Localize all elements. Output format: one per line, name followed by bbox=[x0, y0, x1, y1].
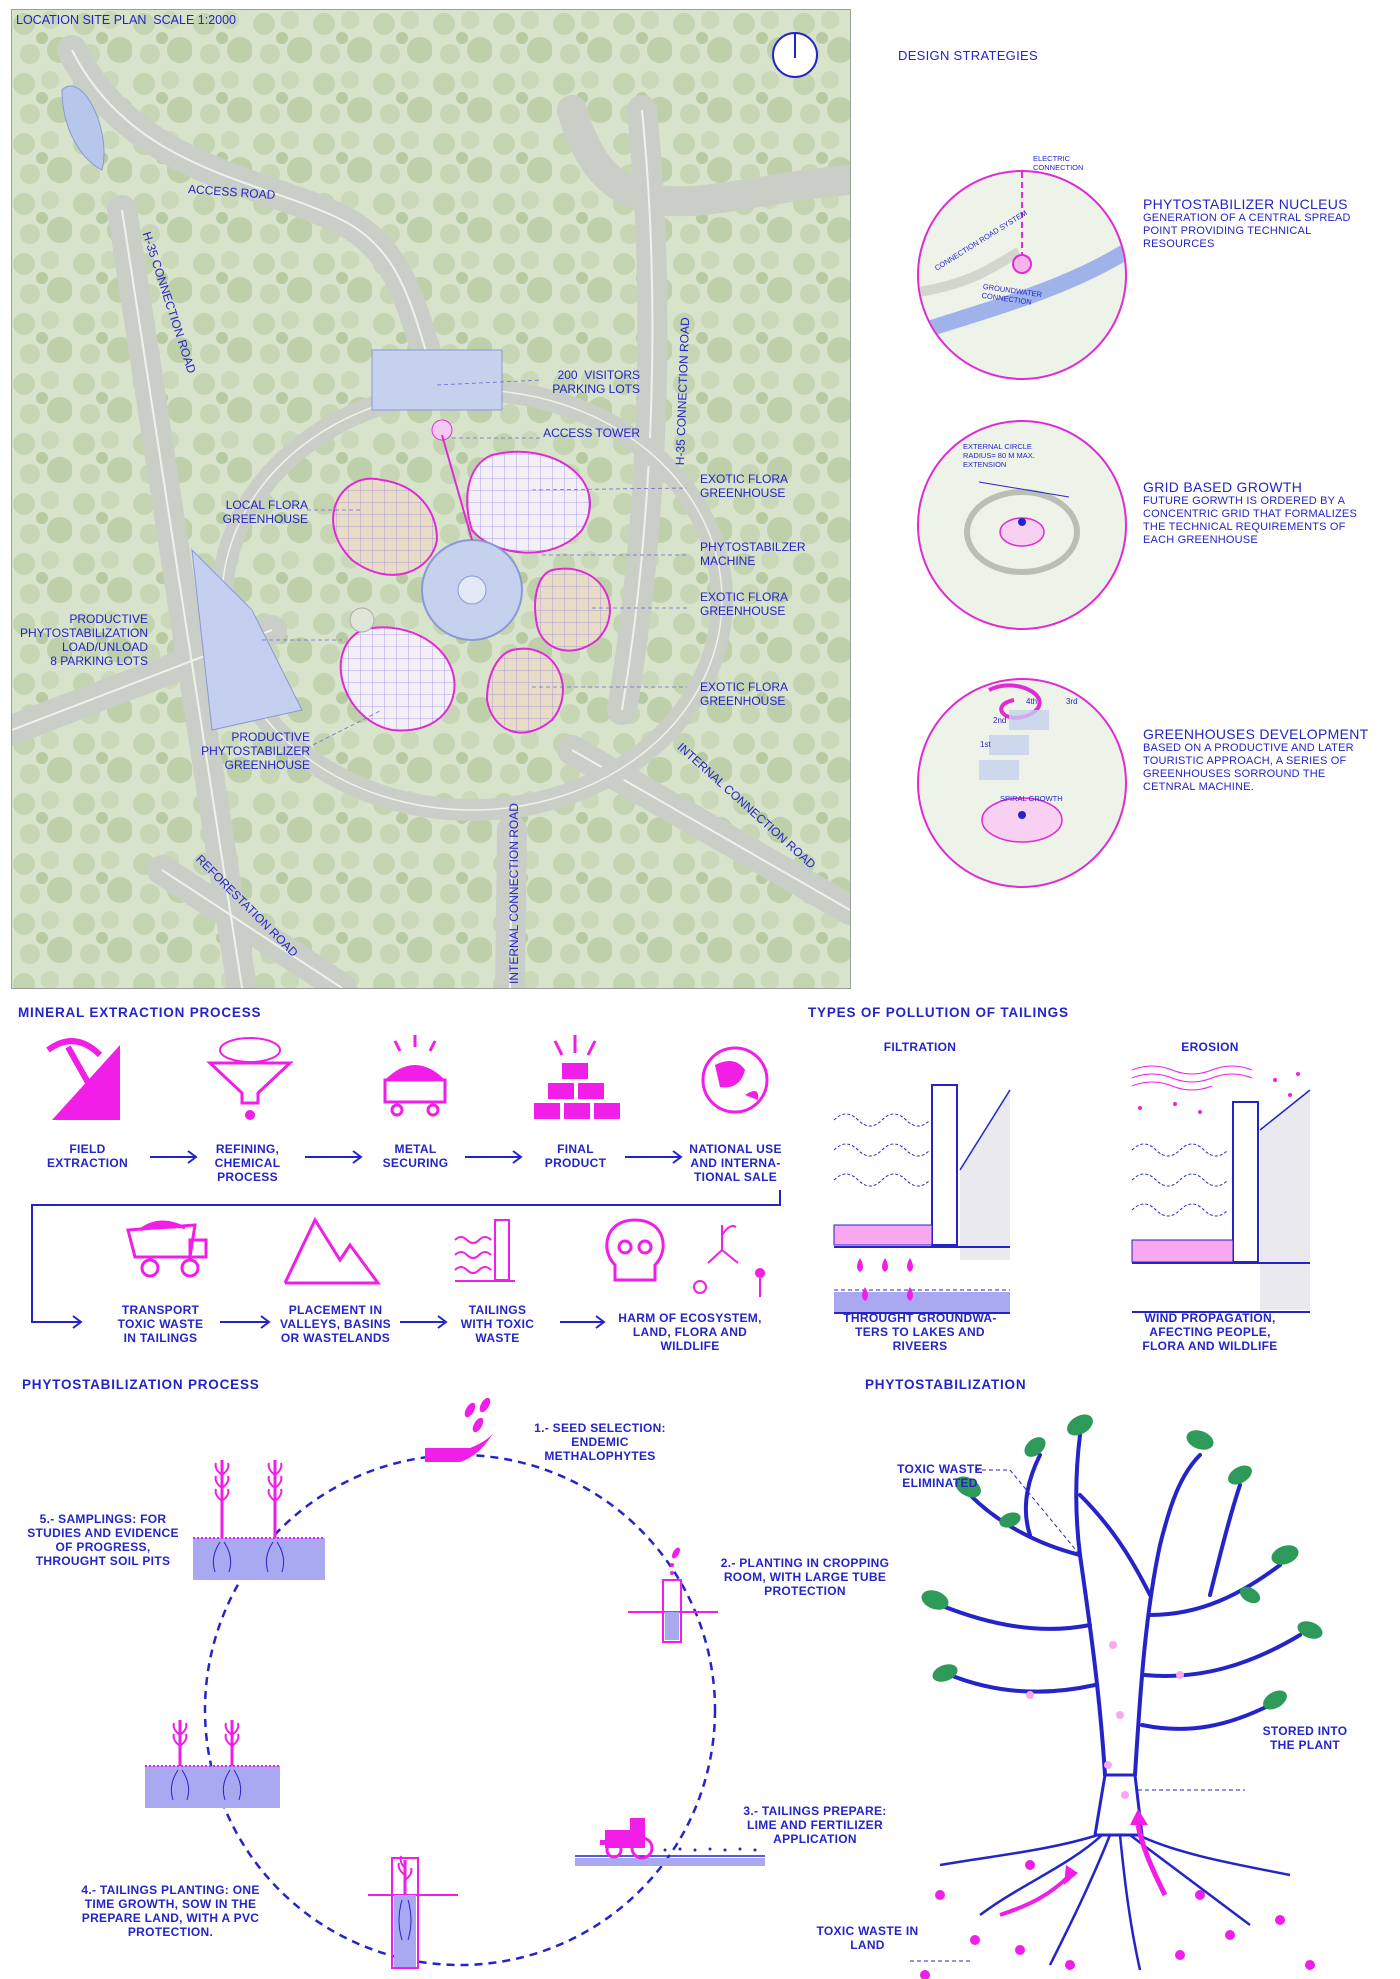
pollution-diagram bbox=[833, 1065, 1311, 1314]
strategy-2-title: GRID BASED GROWTH bbox=[1143, 479, 1303, 495]
strategy-diagram-nucleus bbox=[917, 170, 1127, 380]
pollution-heading: TYPES OF POLLUTION OF TAILINGS bbox=[808, 1005, 1069, 1020]
planted-soil-block-icon bbox=[145, 1720, 280, 1808]
extraction-step-6-label: TRANSPORT TOXIC WASTE IN TAILINGS bbox=[117, 1303, 204, 1345]
strategy-1-label-electric: ELECTRIC CONNECTION bbox=[1033, 154, 1084, 172]
label-access-tower: ACCESS TOWER bbox=[543, 426, 640, 440]
tree-label-toxic-eliminated: TOXIC WASTE ELIMINATED bbox=[897, 1462, 983, 1490]
mineral-extraction-diagram bbox=[31, 1035, 781, 1329]
extraction-step-4-label: FINAL PRODUCT bbox=[544, 1142, 607, 1170]
strategy-3-label-3rd: 3rd bbox=[1066, 697, 1078, 706]
phytostabilization-tree bbox=[910, 1414, 1323, 1979]
phyto-process-heading: PHYTOSTABILIZATION PROCESS bbox=[22, 1377, 260, 1392]
extraction-step-3-label: METAL SECURING bbox=[382, 1142, 449, 1170]
strategy-2-text: FUTURE GORWTH IS ORDERED BY A CONCENTRIC… bbox=[1143, 495, 1357, 546]
extraction-step-2-label: REFINING, CHEMICAL PROCESS bbox=[214, 1142, 281, 1184]
seedling-tube-icon bbox=[628, 1547, 718, 1643]
mountains-icon bbox=[283, 1216, 381, 1285]
strategy-diagram-grid bbox=[917, 420, 1127, 630]
extraction-step-8-label: TAILINGS WITH TOXIC WASTE bbox=[460, 1303, 535, 1345]
phyto-step-5-label: 5.- SAMPLINGS: FOR STUDIES AND EVIDENCE … bbox=[27, 1512, 179, 1568]
globe-icon bbox=[701, 1046, 769, 1114]
dump-truck-icon bbox=[126, 1220, 208, 1278]
tree-label-stored: STORED INTO THE PLANT bbox=[1262, 1724, 1348, 1752]
site-plan-drawing bbox=[12, 10, 850, 988]
phyto-process-diagram bbox=[145, 1397, 765, 1969]
strategy-3-label-spiral: SPIRAL GROWTH bbox=[1000, 794, 1063, 803]
hand-seeds-icon bbox=[425, 1397, 495, 1462]
site-plan bbox=[11, 9, 851, 989]
site-plan-title: LOCATION SITE PLAN SCALE 1:2000 bbox=[16, 13, 236, 27]
design-strategies-heading: DESIGN STRATEGIES bbox=[898, 48, 1038, 63]
gold-bars-icon bbox=[534, 1035, 620, 1119]
strategy-3-label-2nd: 2nd bbox=[993, 716, 1007, 725]
label-exotic-flora-2: EXOTIC FLORA GREENHOUSE bbox=[700, 590, 789, 618]
strategy-1-title: PHYTOSTABILIZER NUCLEUS bbox=[1143, 196, 1348, 212]
filtration-title: FILTRATION bbox=[883, 1040, 957, 1054]
strategy-diagram-spiral bbox=[917, 678, 1127, 888]
label-visitors-parking: 200 VISITORS PARKING LOTS bbox=[552, 368, 640, 396]
mineral-extraction-heading: MINERAL EXTRACTION PROCESS bbox=[18, 1005, 262, 1020]
tailings-dam-icon bbox=[454, 1219, 515, 1282]
filtration-caption: THROUGHT GROUNDWA- TERS TO LAKES AND RIV… bbox=[843, 1311, 997, 1353]
erosion-title: EROSION bbox=[1181, 1040, 1239, 1054]
skull-icon bbox=[605, 1218, 665, 1282]
label-phyto-machine: PHYTOSTABILZER MACHINE bbox=[700, 540, 806, 568]
strategy-3-text: BASED ON A PRODUCTIVE AND LATER TOURISTI… bbox=[1143, 742, 1354, 793]
pickaxe-icon bbox=[46, 1038, 120, 1120]
extraction-step-1-label: FIELD EXTRACTION bbox=[47, 1142, 128, 1170]
phyto-step-2-label: 2.- PLANTING IN CROPPING ROOM, WITH LARG… bbox=[720, 1556, 890, 1598]
plant-sun-person-icon bbox=[693, 1225, 765, 1297]
label-local-flora: LOCAL FLORA GREENHOUSE bbox=[222, 498, 308, 526]
strategy-2-label-radius: EXTERNAL CIRCLE RADIUS= 80 M MAX. EXTENS… bbox=[963, 442, 1035, 469]
sampling-soil-block-icon bbox=[193, 1460, 325, 1580]
label-exotic-flora-3: EXOTIC FLORA GREENHOUSE bbox=[700, 680, 789, 708]
phyto-step-4-label: 4.- TAILINGS PLANTING: ONE TIME GROWTH, … bbox=[81, 1883, 260, 1939]
strategy-3-label-4th: 4th bbox=[1026, 697, 1038, 706]
extraction-step-5-label: NATIONAL USE AND INTERNA- TIONAL SALE bbox=[689, 1142, 782, 1184]
erosion-diagram bbox=[1131, 1065, 1311, 1313]
tree-label-toxic-land: TOXIC WASTE IN LAND bbox=[816, 1924, 919, 1952]
phyto-step-3-label: 3.- TAILINGS PREPARE: LIME AND FERTILIZE… bbox=[743, 1804, 887, 1846]
label-exotic-flora-1: EXOTIC FLORA GREENHOUSE bbox=[700, 472, 789, 500]
phytostabilization-heading: PHYTOSTABILIZATION bbox=[865, 1377, 1027, 1392]
erosion-caption: WIND PROPAGATION, AFECTING PEOPLE, FLORA… bbox=[1142, 1311, 1278, 1353]
phyto-step-1-label: 1.- SEED SELECTION: ENDEMIC METHALOPHYTE… bbox=[534, 1421, 666, 1463]
label-internal-road-center: INTERNAL CONNECTION ROAD bbox=[507, 803, 521, 984]
strategy-3-label-1st: 1st bbox=[980, 740, 991, 749]
label-productive-load: PRODUCTIVE PHYTOSTABILIZATION LOAD/UNLOA… bbox=[20, 612, 149, 668]
strategy-1-text: GENERATION OF A CENTRAL SPREAD POINT PRO… bbox=[1143, 212, 1351, 250]
pvc-protected-plant-icon bbox=[368, 1855, 458, 1969]
funnel-icon bbox=[206, 1037, 294, 1120]
mine-cart-icon bbox=[383, 1035, 447, 1117]
extraction-step-7-label: PLACEMENT IN VALLEYS, BASINS OR WASTELAN… bbox=[280, 1303, 391, 1345]
tractor-icon bbox=[575, 1818, 765, 1866]
extraction-step-9-label: HARM OF ECOSYSTEM, LAND, FLORA AND WILDL… bbox=[618, 1311, 762, 1353]
filtration-diagram bbox=[833, 1084, 1011, 1314]
label-productive-greenhouse: PRODUCTIVE PHYTOSTABILIZER GREENHOUSE bbox=[201, 730, 310, 772]
strategy-3-title: GREENHOUSES DEVELOPMENT bbox=[1143, 726, 1369, 742]
